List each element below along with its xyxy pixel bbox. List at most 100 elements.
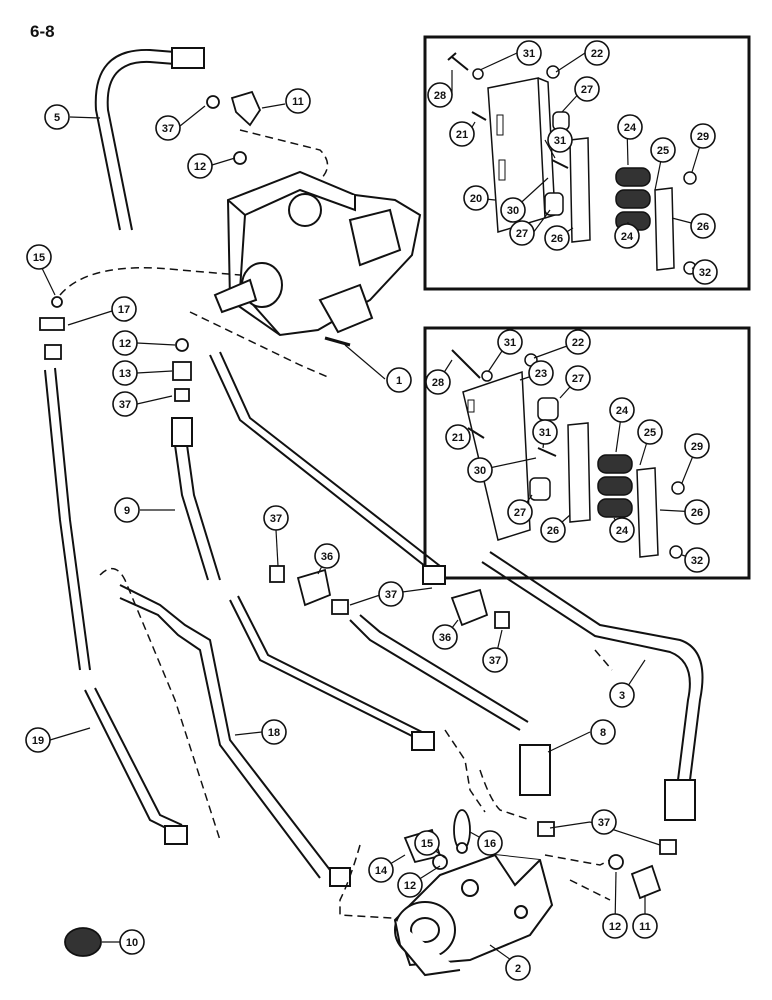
callout-c36b: 36	[432, 624, 458, 650]
callout-circle	[547, 127, 573, 153]
inset-bottom	[423, 326, 751, 580]
callout-t25: 25	[650, 137, 676, 163]
callout-circle	[584, 40, 610, 66]
callout-t22: 22	[584, 40, 610, 66]
callout-label: 32	[699, 267, 711, 279]
callout-circle	[609, 682, 635, 708]
callout-circle	[684, 433, 710, 459]
callout-circle	[505, 955, 531, 981]
callout-circle	[432, 624, 458, 650]
callout-label: 5	[54, 112, 60, 124]
callout-t27b: 27	[509, 220, 535, 246]
callout-circle	[427, 82, 453, 108]
callout-label: 11	[292, 96, 304, 108]
callout-circle	[119, 929, 145, 955]
callout-circle	[690, 213, 716, 239]
callout-label: 9	[124, 505, 130, 517]
callout-circle	[544, 225, 570, 251]
callout-label: 31	[554, 135, 566, 147]
callout-b24b: 24	[609, 517, 635, 543]
callout-t20: 20	[463, 185, 489, 211]
callout-t26a: 26	[544, 225, 570, 251]
page-number: 6-8	[30, 22, 55, 41]
callout-b23: 23	[528, 360, 554, 386]
callout-circle	[497, 329, 523, 355]
callout-label: 37	[598, 817, 610, 829]
callout-label: 37	[489, 655, 501, 667]
callout-label: 30	[507, 205, 519, 217]
callout-circle	[463, 185, 489, 211]
callout-label: 37	[385, 589, 397, 601]
callout-label: 11	[639, 921, 651, 933]
callout-label: 21	[456, 129, 468, 141]
callout-c11a: 11	[285, 88, 311, 114]
callout-circle	[445, 424, 471, 450]
callout-label: 36	[439, 632, 451, 644]
callout-b26a: 26	[540, 517, 566, 543]
callout-circle	[378, 581, 404, 607]
callout-circle	[482, 647, 508, 673]
callout-circle	[516, 40, 542, 66]
callout-c14: 14	[368, 857, 394, 883]
callout-circle	[112, 330, 138, 356]
callout-circle	[397, 872, 423, 898]
callout-label: 13	[119, 368, 131, 380]
callout-label: 27	[572, 373, 584, 385]
callout-c18: 18	[261, 719, 287, 745]
callout-label: 2	[515, 963, 521, 975]
inset-top	[423, 35, 751, 291]
callout-circle	[111, 296, 137, 322]
callout-c37f: 37	[591, 809, 617, 835]
callout-t31: 31	[516, 40, 542, 66]
callout-b26b: 26	[684, 499, 710, 525]
callout-circle	[500, 197, 526, 223]
callout-b32: 32	[684, 547, 710, 573]
callout-label: 36	[321, 551, 333, 563]
callout-b25: 25	[637, 419, 663, 445]
callout-label: 26	[697, 221, 709, 233]
callout-c37e: 37	[482, 647, 508, 673]
callout-circle	[25, 727, 51, 753]
callout-c19: 19	[25, 727, 51, 753]
callout-circle	[261, 719, 287, 745]
callout-label: 25	[644, 427, 656, 439]
callout-circle	[540, 517, 566, 543]
callout-b27a: 27	[565, 365, 591, 391]
callout-circle	[692, 259, 718, 285]
callout-circle	[609, 517, 635, 543]
callout-c12a: 12	[187, 153, 213, 179]
callout-circle	[368, 857, 394, 883]
callout-circle	[507, 499, 533, 525]
callout-label: 37	[270, 513, 282, 525]
callout-b30: 30	[467, 457, 493, 483]
routing-lines	[59, 129, 613, 919]
callout-c10: 10	[119, 929, 145, 955]
callout-label: 24	[616, 525, 629, 537]
callout-b22: 22	[565, 329, 591, 355]
callout-label: 29	[697, 131, 709, 143]
callout-t21: 21	[449, 121, 475, 147]
callout-circle	[285, 88, 311, 114]
callout-circle	[467, 457, 493, 483]
callout-label: 22	[572, 337, 584, 349]
callout-label: 12	[194, 161, 206, 173]
callout-label: 1	[396, 375, 402, 387]
callout-c11b: 11	[632, 913, 658, 939]
callout-circle	[637, 419, 663, 445]
callout-circle	[449, 121, 475, 147]
callout-circle	[114, 497, 140, 523]
upper-pump	[213, 170, 422, 347]
callout-circle	[617, 114, 643, 140]
lower-pump	[393, 853, 554, 977]
callout-b31: 31	[497, 329, 523, 355]
callout-circle	[425, 369, 451, 395]
callout-circle	[532, 419, 558, 445]
callout-label: 29	[691, 441, 703, 453]
callout-label: 27	[581, 84, 593, 96]
callout-circle	[477, 830, 503, 856]
callout-label: 21	[452, 432, 464, 444]
callout-c15b: 15	[414, 830, 440, 856]
callout-c36a: 36	[314, 543, 340, 569]
callout-label: 37	[119, 399, 131, 411]
